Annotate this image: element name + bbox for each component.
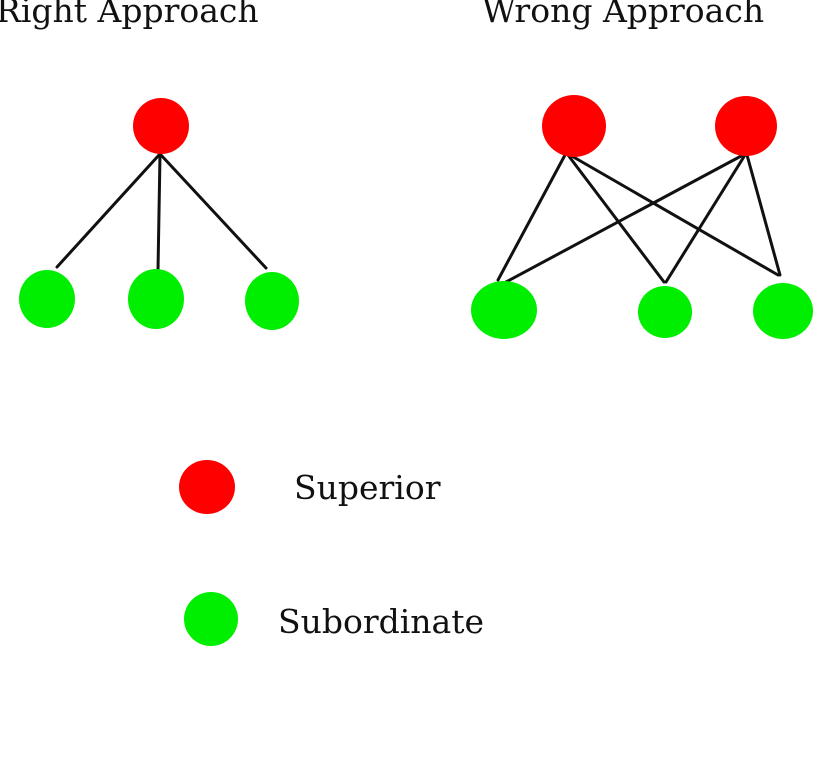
wrong-edge-s1-b3	[568, 153, 780, 277]
wrong-edge-s2-b2	[664, 153, 747, 284]
right-approach-diagram	[19, 98, 299, 330]
wrong-approach-diagram	[471, 95, 813, 339]
wrong-subordinate-node-2	[638, 286, 692, 338]
wrong-edge-s1-b1	[496, 153, 567, 282]
wrong-edge-s1-b2	[566, 153, 666, 284]
wrong-subordinate-node-1	[471, 281, 537, 339]
wrong-superior-node-2	[715, 96, 777, 156]
right-subordinate-node-3	[245, 272, 299, 330]
legend-subordinate-label: Subordinate	[278, 602, 484, 641]
right-subordinate-node-2	[128, 269, 184, 329]
legend: Superior Subordinate	[179, 460, 484, 646]
wrong-subordinate-node-3	[753, 283, 813, 339]
right-subordinate-node-1	[19, 270, 75, 328]
wrong-superior-node-1	[542, 95, 606, 157]
right-approach-heading: Right Approach	[0, 0, 259, 30]
legend-superior-label: Superior	[294, 468, 441, 507]
right-edge-s1-b1	[55, 153, 161, 269]
right-superior-node	[133, 98, 189, 154]
legend-superior-swatch	[179, 460, 235, 514]
legend-subordinate-swatch	[184, 592, 238, 646]
right-edge-s1-b3	[159, 153, 268, 270]
wrong-edge-s2-b3	[745, 153, 782, 277]
right-edge-s1-b2	[156, 153, 162, 272]
wrong-approach-heading: Wrong Approach	[482, 0, 764, 30]
wrong-edge-s2-b1	[504, 153, 745, 284]
